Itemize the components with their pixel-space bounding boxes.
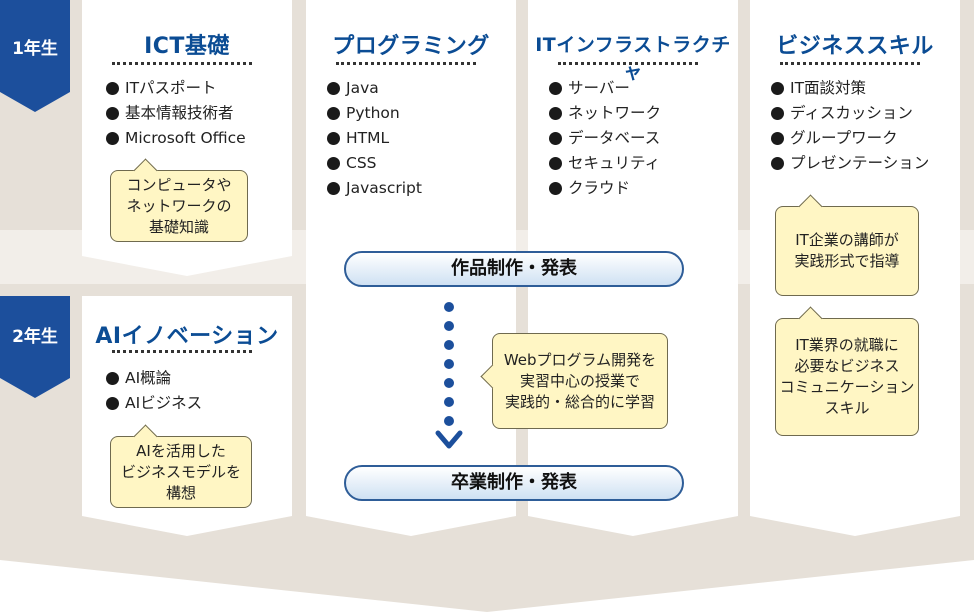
ai-item-list: AI概論 AIビジネス [105, 366, 202, 416]
graduation-presentation-pill: 卒業制作・発表 [344, 465, 684, 501]
list-item: Java [326, 76, 422, 101]
list-item: Python [326, 101, 422, 126]
chevron-down-icon [435, 430, 463, 449]
business-note-bubble-2: IT業界の就職に 必要なビジネス コミュニケーション スキル [775, 318, 919, 436]
list-item: ITパスポート [105, 76, 246, 101]
list-item: 基本情報技術者 [105, 101, 246, 126]
ict-item-list: ITパスポート 基本情報技術者 Microsoft Office [105, 76, 246, 151]
ict-title: ICT基礎 [144, 34, 230, 59]
list-item: CSS [326, 151, 422, 176]
ict-note-bubble: コンピュータや ネットワークの 基礎知識 [110, 170, 248, 242]
list-item: サーバー [548, 76, 661, 101]
web-dev-note-bubble: Webプログラム開発を 実習中心の授業で 実践的・総合的に学習 [492, 333, 668, 429]
list-item: Microsoft Office [105, 126, 246, 151]
work-presentation-pill: 作品制作・発表 [344, 251, 684, 287]
infrastructure-item-list: サーバー ネットワーク データベース セキュリティ クラウド [548, 76, 661, 201]
list-item: AI概論 [105, 366, 202, 391]
list-item: セキュリティ [548, 151, 661, 176]
web-dev-note-text: Webプログラム開発を 実習中心の授業で 実践的・総合的に学習 [503, 350, 657, 411]
ict-note-text: コンピュータや ネットワークの 基礎知識 [126, 175, 232, 236]
title-divider [780, 62, 920, 67]
title-divider [112, 350, 252, 355]
title-divider [112, 62, 252, 67]
list-item: データベース [548, 126, 661, 151]
grade-label-year2: 2年生 [12, 327, 58, 347]
list-item: Javascript [326, 176, 422, 201]
year1-tab [0, 0, 70, 112]
list-item: プレゼンテーション [770, 151, 929, 176]
list-item: クラウド [548, 176, 661, 201]
business-title: ビジネススキル [776, 34, 934, 59]
year2-tab [0, 296, 70, 398]
list-item: AIビジネス [105, 391, 202, 416]
business-item-list: IT面談対策 ディスカッション グループワーク プレゼンテーション [770, 76, 929, 176]
business-note-1-text: IT企業の講師が 実践形式で指導 [794, 231, 900, 270]
title-divider [336, 62, 476, 67]
list-item: HTML [326, 126, 422, 151]
business-note-2-text: IT業界の就職に 必要なビジネス コミュニケーション スキル [779, 336, 915, 417]
infrastructure-title: ITインフラストラクチャ [535, 34, 731, 83]
progress-dots [444, 302, 454, 426]
title-divider [558, 62, 698, 67]
business-note-bubble-1: IT企業の講師が 実践形式で指導 [775, 206, 919, 296]
grade-label-year1: 1年生 [12, 39, 58, 59]
ai-note-bubble: AIを活用した ビジネスモデルを 構想 [110, 436, 252, 508]
ai-title: AIイノベーション [95, 324, 279, 349]
list-item: ネットワーク [548, 101, 661, 126]
list-item: ディスカッション [770, 101, 929, 126]
list-item: グループワーク [770, 126, 929, 151]
programming-title: プログラミング [332, 34, 490, 59]
ai-note-text: AIを活用した ビジネスモデルを 構想 [120, 441, 241, 502]
list-item: IT面談対策 [770, 76, 929, 101]
programming-item-list: Java Python HTML CSS Javascript [326, 76, 422, 201]
